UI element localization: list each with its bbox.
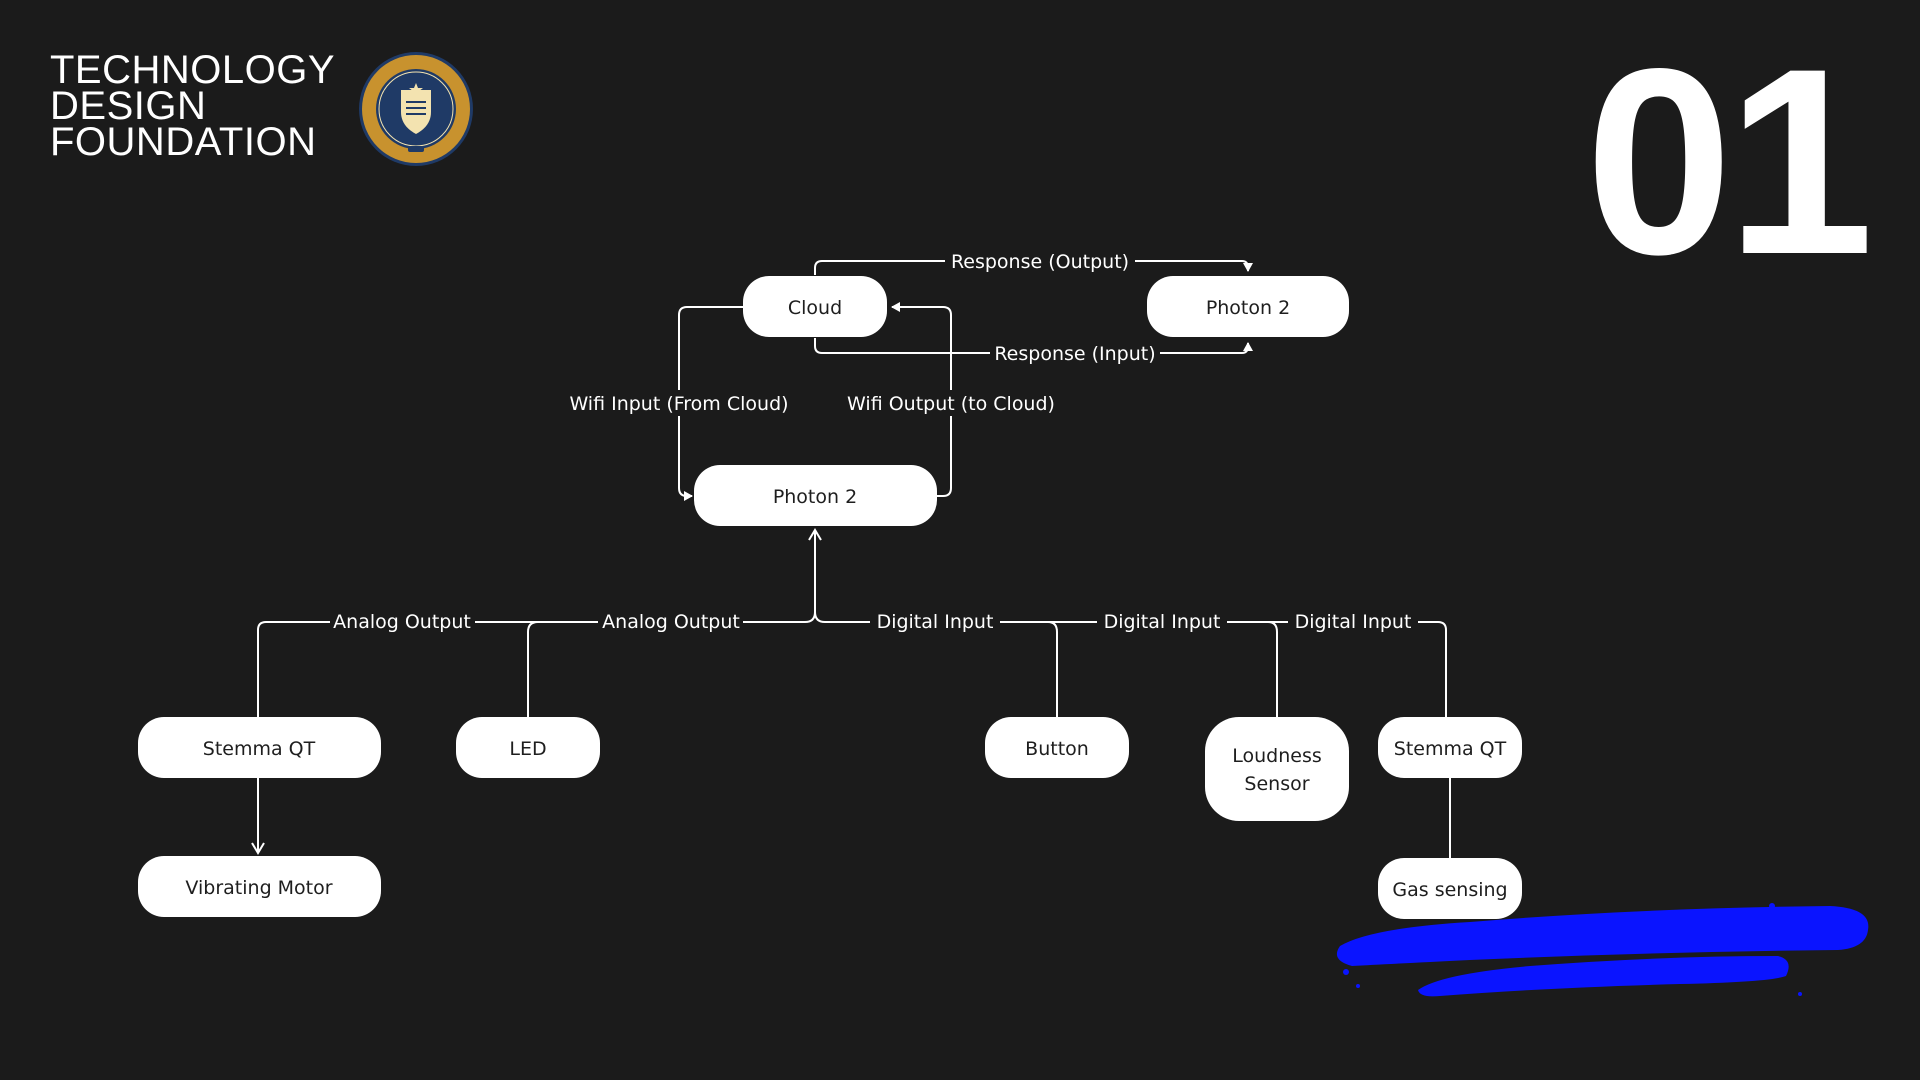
node-loudness-label-1: Loudness [1232,745,1322,767]
label-wifi-output: Wifi Output (to Cloud) [847,393,1055,415]
page-number: 01 [1585,14,1874,310]
brand-line-2: DESIGN [50,84,207,128]
node-stemma-left-label: Stemma QT [203,738,316,760]
node-photon-top: Photon 2 [1147,276,1349,337]
node-button-label: Button [1025,738,1089,760]
node-stemma-right-label: Stemma QT [1394,738,1507,760]
edge-loudness-branch [1267,621,1278,717]
edge-bus-left [257,611,816,717]
node-stemma-left: Stemma QT [138,717,381,778]
node-cloud-label: Cloud [788,297,842,319]
brand-line-1: TECHNOLOGY [50,48,336,92]
label-response-output: Response (Output) [951,251,1129,273]
node-vibrating-motor-label: Vibrating Motor [185,877,332,899]
edge-bus-right [814,611,1447,717]
node-led: LED [456,717,600,778]
brand-wordmark: TECHNOLOGY DESIGN FOUNDATION [50,48,336,164]
node-cloud: Cloud [743,276,887,337]
label-analog-output-2: Analog Output [602,611,740,633]
node-photon-main-label: Photon 2 [773,486,857,508]
node-stemma-right: Stemma QT [1378,717,1522,778]
label-digital-input-2: Digital Input [1104,611,1221,633]
label-wifi-input: Wifi Input (From Cloud) [569,393,788,415]
edge-button-branch [1047,621,1058,717]
university-seal-icon [359,52,473,166]
label-digital-input-1: Digital Input [877,611,994,633]
node-gas-sensing: Gas sensing [1378,858,1522,919]
node-gas-sensing-label: Gas sensing [1392,879,1507,901]
blue-brush-stroke [1336,903,1869,997]
label-digital-input-3: Digital Input [1295,611,1412,633]
node-button: Button [985,717,1129,778]
edge-led-branch [527,621,539,717]
brand-line-3: FOUNDATION [50,120,317,164]
label-response-input: Response (Input) [994,343,1155,365]
node-photon-main: Photon 2 [694,465,937,526]
node-led-label: LED [509,738,546,760]
node-photon-top-label: Photon 2 [1206,297,1290,319]
label-analog-output-1: Analog Output [333,611,471,633]
node-loudness-label-2: Sensor [1244,773,1309,795]
node-vibrating-motor: Vibrating Motor [138,856,381,917]
node-loudness-sensor: Loudness Sensor [1205,717,1349,821]
